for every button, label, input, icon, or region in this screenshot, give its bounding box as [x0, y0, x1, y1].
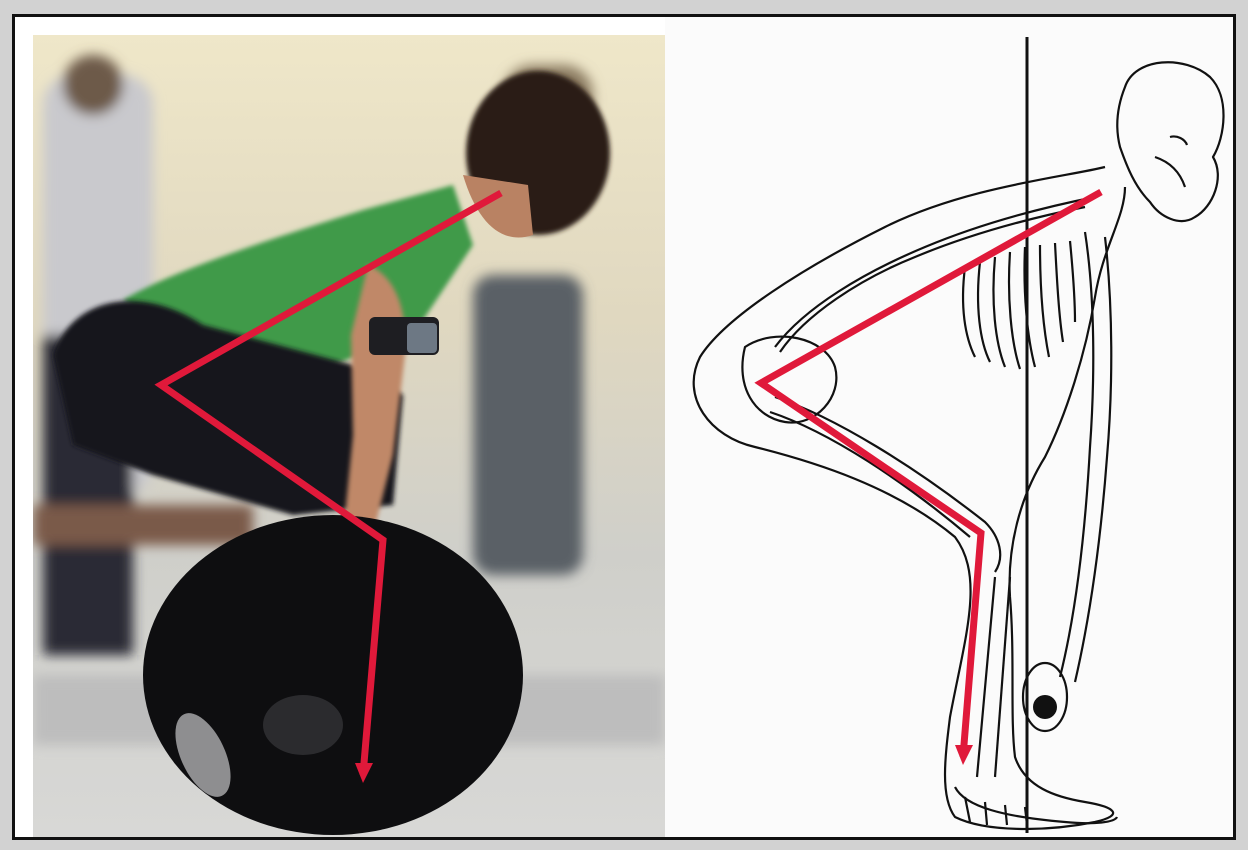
hand-grip — [1033, 695, 1057, 719]
bar-sleeve — [263, 695, 343, 755]
skeleton-diagram-svg — [665, 17, 1233, 837]
deadlift-photo-svg — [33, 35, 665, 837]
skeleton-diagram — [665, 17, 1233, 837]
armband-device — [407, 323, 437, 353]
deadlift-photo — [33, 35, 665, 837]
image-canvas — [12, 14, 1236, 840]
